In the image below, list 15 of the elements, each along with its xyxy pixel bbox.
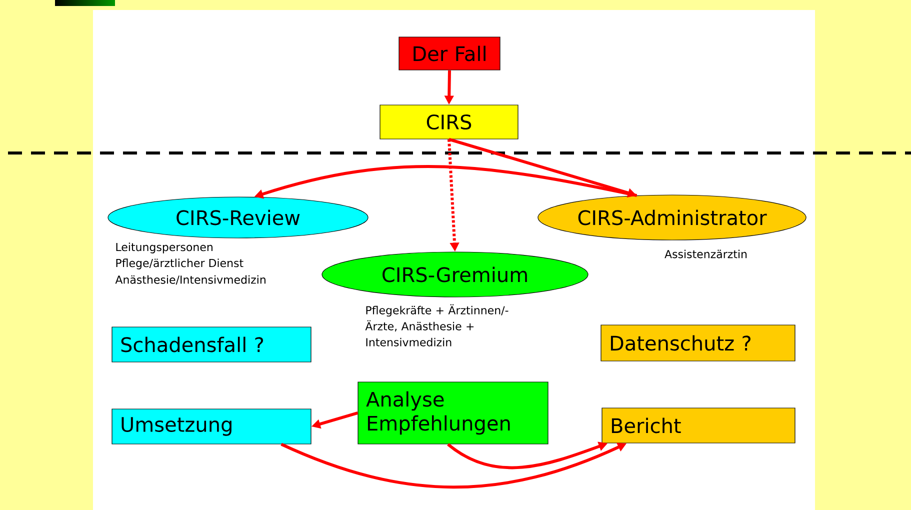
process-box: Analyse Empfehlungen xyxy=(358,382,548,444)
process-box: Umsetzung xyxy=(112,408,312,444)
process-box: Datenschutz ? xyxy=(600,324,796,362)
ellipse-node: CIRS-Administrator xyxy=(538,194,806,240)
ellipse-node: CIRS-Review xyxy=(108,196,368,238)
ellipse-node: CIRS-Gremium xyxy=(322,252,588,298)
process-box: Der Fall xyxy=(398,36,500,70)
caption-text: Pflegekräfte + Ärztinnen/- Ärzte, Anästhesie + Intensivmedizin xyxy=(365,304,508,346)
process-box: Bericht xyxy=(602,408,796,444)
caption-text: Pflege/ärztlicher Dienst xyxy=(116,258,244,270)
process-box: CIRS xyxy=(380,104,518,140)
caption-text: Assistenzärztin xyxy=(664,250,747,258)
caption-text: Leitungspersonen xyxy=(116,242,212,254)
caption-text: Anästhesie/Intensivmedizin xyxy=(115,275,266,285)
process-box: Schadensfall ? xyxy=(112,326,312,362)
